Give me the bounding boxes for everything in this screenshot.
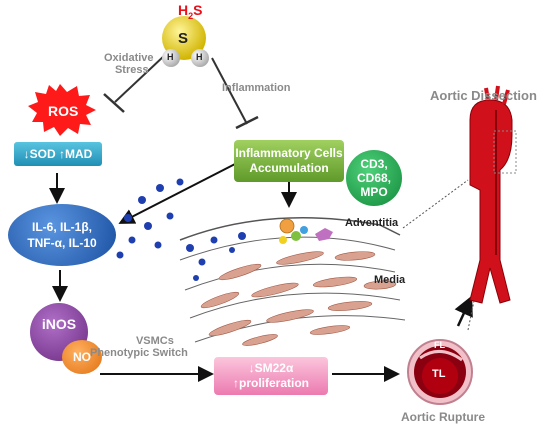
fl-label: FL [434,340,445,350]
media-line-2 [184,263,396,291]
aortic-rupture-label: Aortic Rupture [401,410,485,424]
markers-circle: CD3, CD68, MPO [346,150,402,206]
aorta-illustration [469,85,517,304]
hydrogen-right-label: H [196,52,203,62]
hydrogen-atom-left [162,49,180,67]
media-label: Media [374,274,406,286]
vsmcs-label: VSMCs Phenotypic Switch [90,335,188,359]
ros-burst [28,84,96,136]
ros-label: ROS [48,103,79,119]
smooth-muscle-cells [200,251,397,346]
sm22-box: ↓SM22α ↑proliferation [214,357,328,395]
oxidative-stress-label: Oxidative Stress [104,52,154,76]
aortic-dissection-title: Aortic Dissection [430,88,537,103]
dotted-connector-upper [402,179,469,229]
inflammation-inhibit-line [211,57,248,125]
adventitia-line [179,217,401,241]
inflammatory-particles [116,178,246,281]
oxidative-inhibit-line [114,54,166,103]
media-line-3 [189,292,401,319]
sod-mad-box: ↓SOD ↑MAD [14,142,102,166]
arrow-inflam-to-cytokines [118,162,238,224]
tl-label: TL [432,368,446,380]
oxidative-inhibit-bar [103,93,125,113]
adventitia-label: Adventitia [345,217,399,229]
h2s-formula: H2S [178,2,203,21]
inflammation-inhibit-bar [235,115,259,130]
sulfur-atom [162,16,206,60]
no-circle: NO [62,340,102,374]
arrow-rupture-to-dissection [454,295,473,327]
aortic-rupture-crosssection [407,339,473,405]
sulfur-label: S [178,30,189,47]
immune-cells [279,218,333,244]
inflammation-label: Inflammation [222,82,291,94]
cytokines-ellipse: IL-6, IL-1β, TNF-α, IL-10 [8,204,116,266]
hydrogen-left-label: H [167,52,174,62]
media-line-1 [179,236,396,261]
hydrogen-atom-right [191,49,209,67]
inflammatory-cells-box: Inflammatory Cells Accumulation [234,140,344,182]
